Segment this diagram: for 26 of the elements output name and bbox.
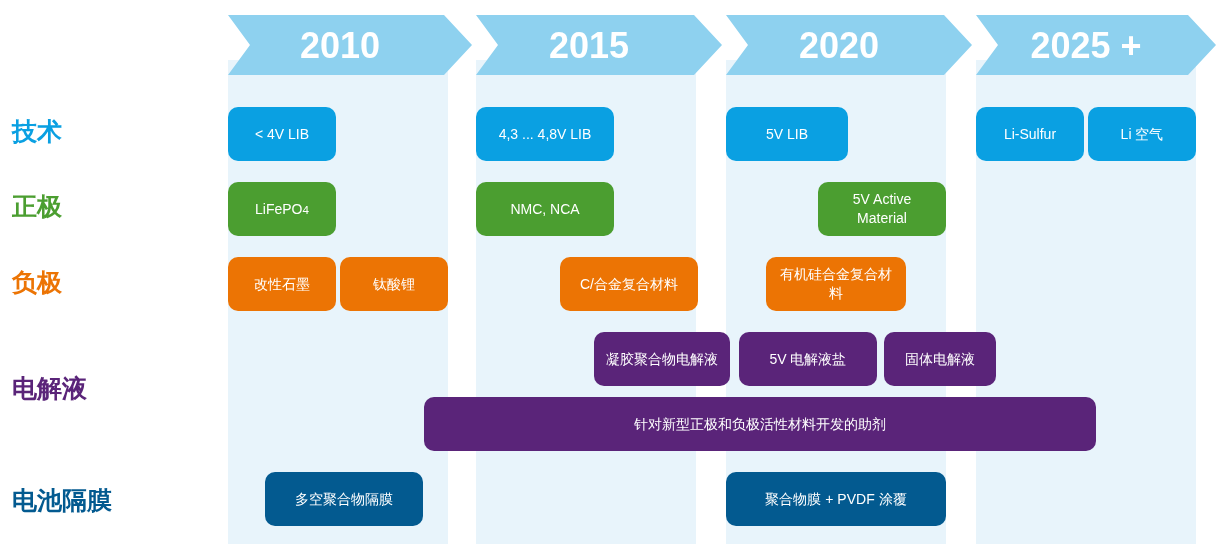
row-label: 技术	[12, 116, 62, 147]
roadmap-box: 钛酸锂	[340, 257, 448, 311]
roadmap-box: 改性石墨	[228, 257, 336, 311]
row-label: 电池隔膜	[12, 485, 112, 516]
year-header: 2015	[476, 15, 722, 75]
row-label: 正极	[12, 191, 62, 222]
roadmap-box: Li-Sulfur	[976, 107, 1084, 161]
roadmap-box: NMC, NCA	[476, 182, 614, 236]
year-header: 2025 +	[976, 15, 1216, 75]
row-label: 电解液	[12, 373, 87, 404]
roadmap-box: 有机硅合金复合材料	[766, 257, 906, 311]
roadmap-box: 5V LIB	[726, 107, 848, 161]
roadmap-box: Li 空气	[1088, 107, 1196, 161]
roadmap-box: 多空聚合物隔膜	[265, 472, 423, 526]
roadmap-box: C/合金复合材料	[560, 257, 698, 311]
roadmap-box: 5V 电解液盐	[739, 332, 877, 386]
year-header: 2010	[228, 15, 472, 75]
roadmap-box: < 4V LIB	[228, 107, 336, 161]
roadmap-box: 4,3 ... 4,8V LIB	[476, 107, 614, 161]
year-header: 2020	[726, 15, 972, 75]
roadmap-box: 固体电解液	[884, 332, 996, 386]
roadmap-box: 凝胶聚合物电解液	[594, 332, 730, 386]
roadmap-box: 针对新型正极和负极活性材料开发的助剂	[424, 397, 1096, 451]
roadmap-box: 聚合物膜 + PVDF 涂覆	[726, 472, 946, 526]
row-label: 负极	[12, 267, 62, 298]
roadmap-box: 5V Active Material	[818, 182, 946, 236]
